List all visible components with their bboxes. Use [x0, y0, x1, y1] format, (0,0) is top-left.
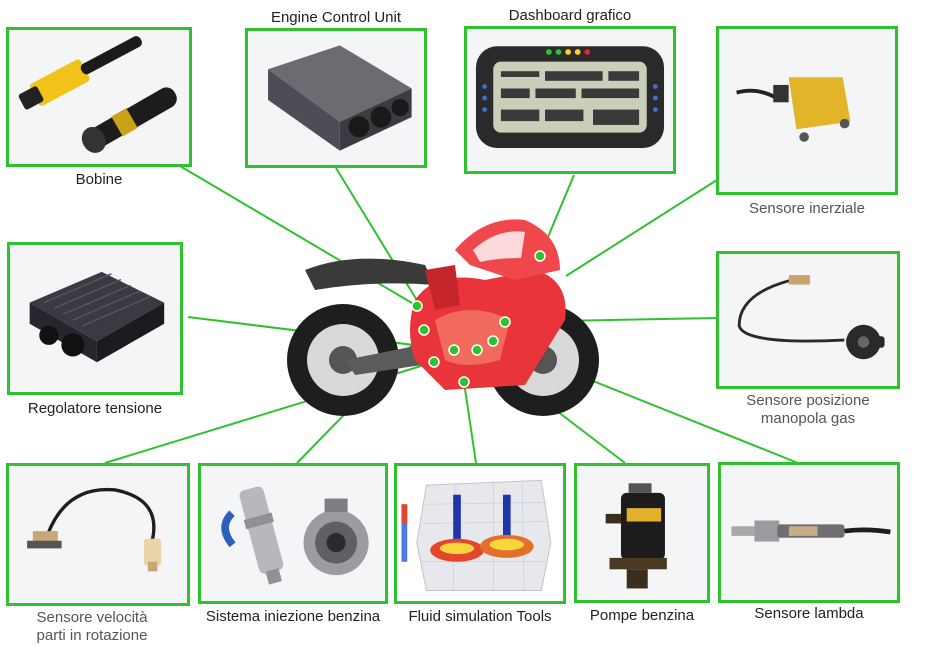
- ignition-coils-photo: [9, 30, 189, 164]
- dot-pompe: [471, 344, 483, 356]
- inerziale-panel: [716, 26, 898, 195]
- iniezione-label: Sistema iniezione benzina: [205, 608, 381, 625]
- speed-sensor-photo: [9, 466, 187, 603]
- velocita-label: Sensore velocità parti in rotazione: [36, 609, 148, 644]
- voltage-regulator-photo: [10, 245, 180, 392]
- fuel-pump-photo: [577, 466, 707, 600]
- dashboard-panel: [464, 26, 676, 174]
- bobine-panel: [6, 27, 192, 167]
- fluid-panel: [394, 463, 566, 604]
- dot-manopola: [499, 316, 511, 328]
- inertial-sensor-photo: [719, 29, 895, 192]
- cfd-simulation-photo: [397, 466, 563, 601]
- regolatore-panel: [7, 242, 183, 395]
- regolatore-label: Regolatore tensione: [27, 400, 163, 417]
- lcd-dashboard-photo: [468, 29, 672, 171]
- ecu-box-photo: [248, 31, 424, 165]
- dot-dashboard: [534, 250, 546, 262]
- lambda-label: Sensore lambda: [754, 605, 864, 622]
- fluid-label: Fluid simulation Tools: [408, 608, 552, 625]
- pompe-panel: [574, 463, 710, 603]
- connector-bobine: [179, 165, 418, 307]
- fuel-injector-photo: [202, 466, 384, 601]
- iniezione-panel: [198, 463, 388, 604]
- connector-fluid: [463, 381, 477, 464]
- motorcycle-illustration: [287, 219, 599, 416]
- connector-inerziale: [565, 177, 721, 277]
- manopola-panel: [716, 251, 900, 389]
- dashboard-label: Dashboard grafico: [508, 7, 632, 24]
- throttle-sensor-photo: [720, 254, 896, 386]
- ecu-label: Engine Control Unit: [270, 9, 402, 26]
- dot-regolatore: [448, 344, 460, 356]
- dot-ecu: [418, 324, 430, 336]
- connector-dots: [411, 250, 546, 388]
- manopola-label: Sensore posizione manopola gas: [746, 392, 870, 427]
- dot-velocita: [428, 356, 440, 368]
- dot-fluid: [458, 376, 470, 388]
- ecu-panel: [245, 28, 427, 168]
- lambda-panel: [718, 462, 900, 603]
- bobine-label: Bobine: [75, 171, 123, 188]
- velocita-panel: [6, 463, 190, 606]
- dot-lambda: [487, 335, 499, 347]
- dot-bobine: [411, 300, 423, 312]
- pompe-label: Pompe benzina: [589, 607, 695, 624]
- lambda-sensor-photo: [721, 465, 897, 600]
- inerziale-label: Sensore inerziale: [749, 200, 865, 217]
